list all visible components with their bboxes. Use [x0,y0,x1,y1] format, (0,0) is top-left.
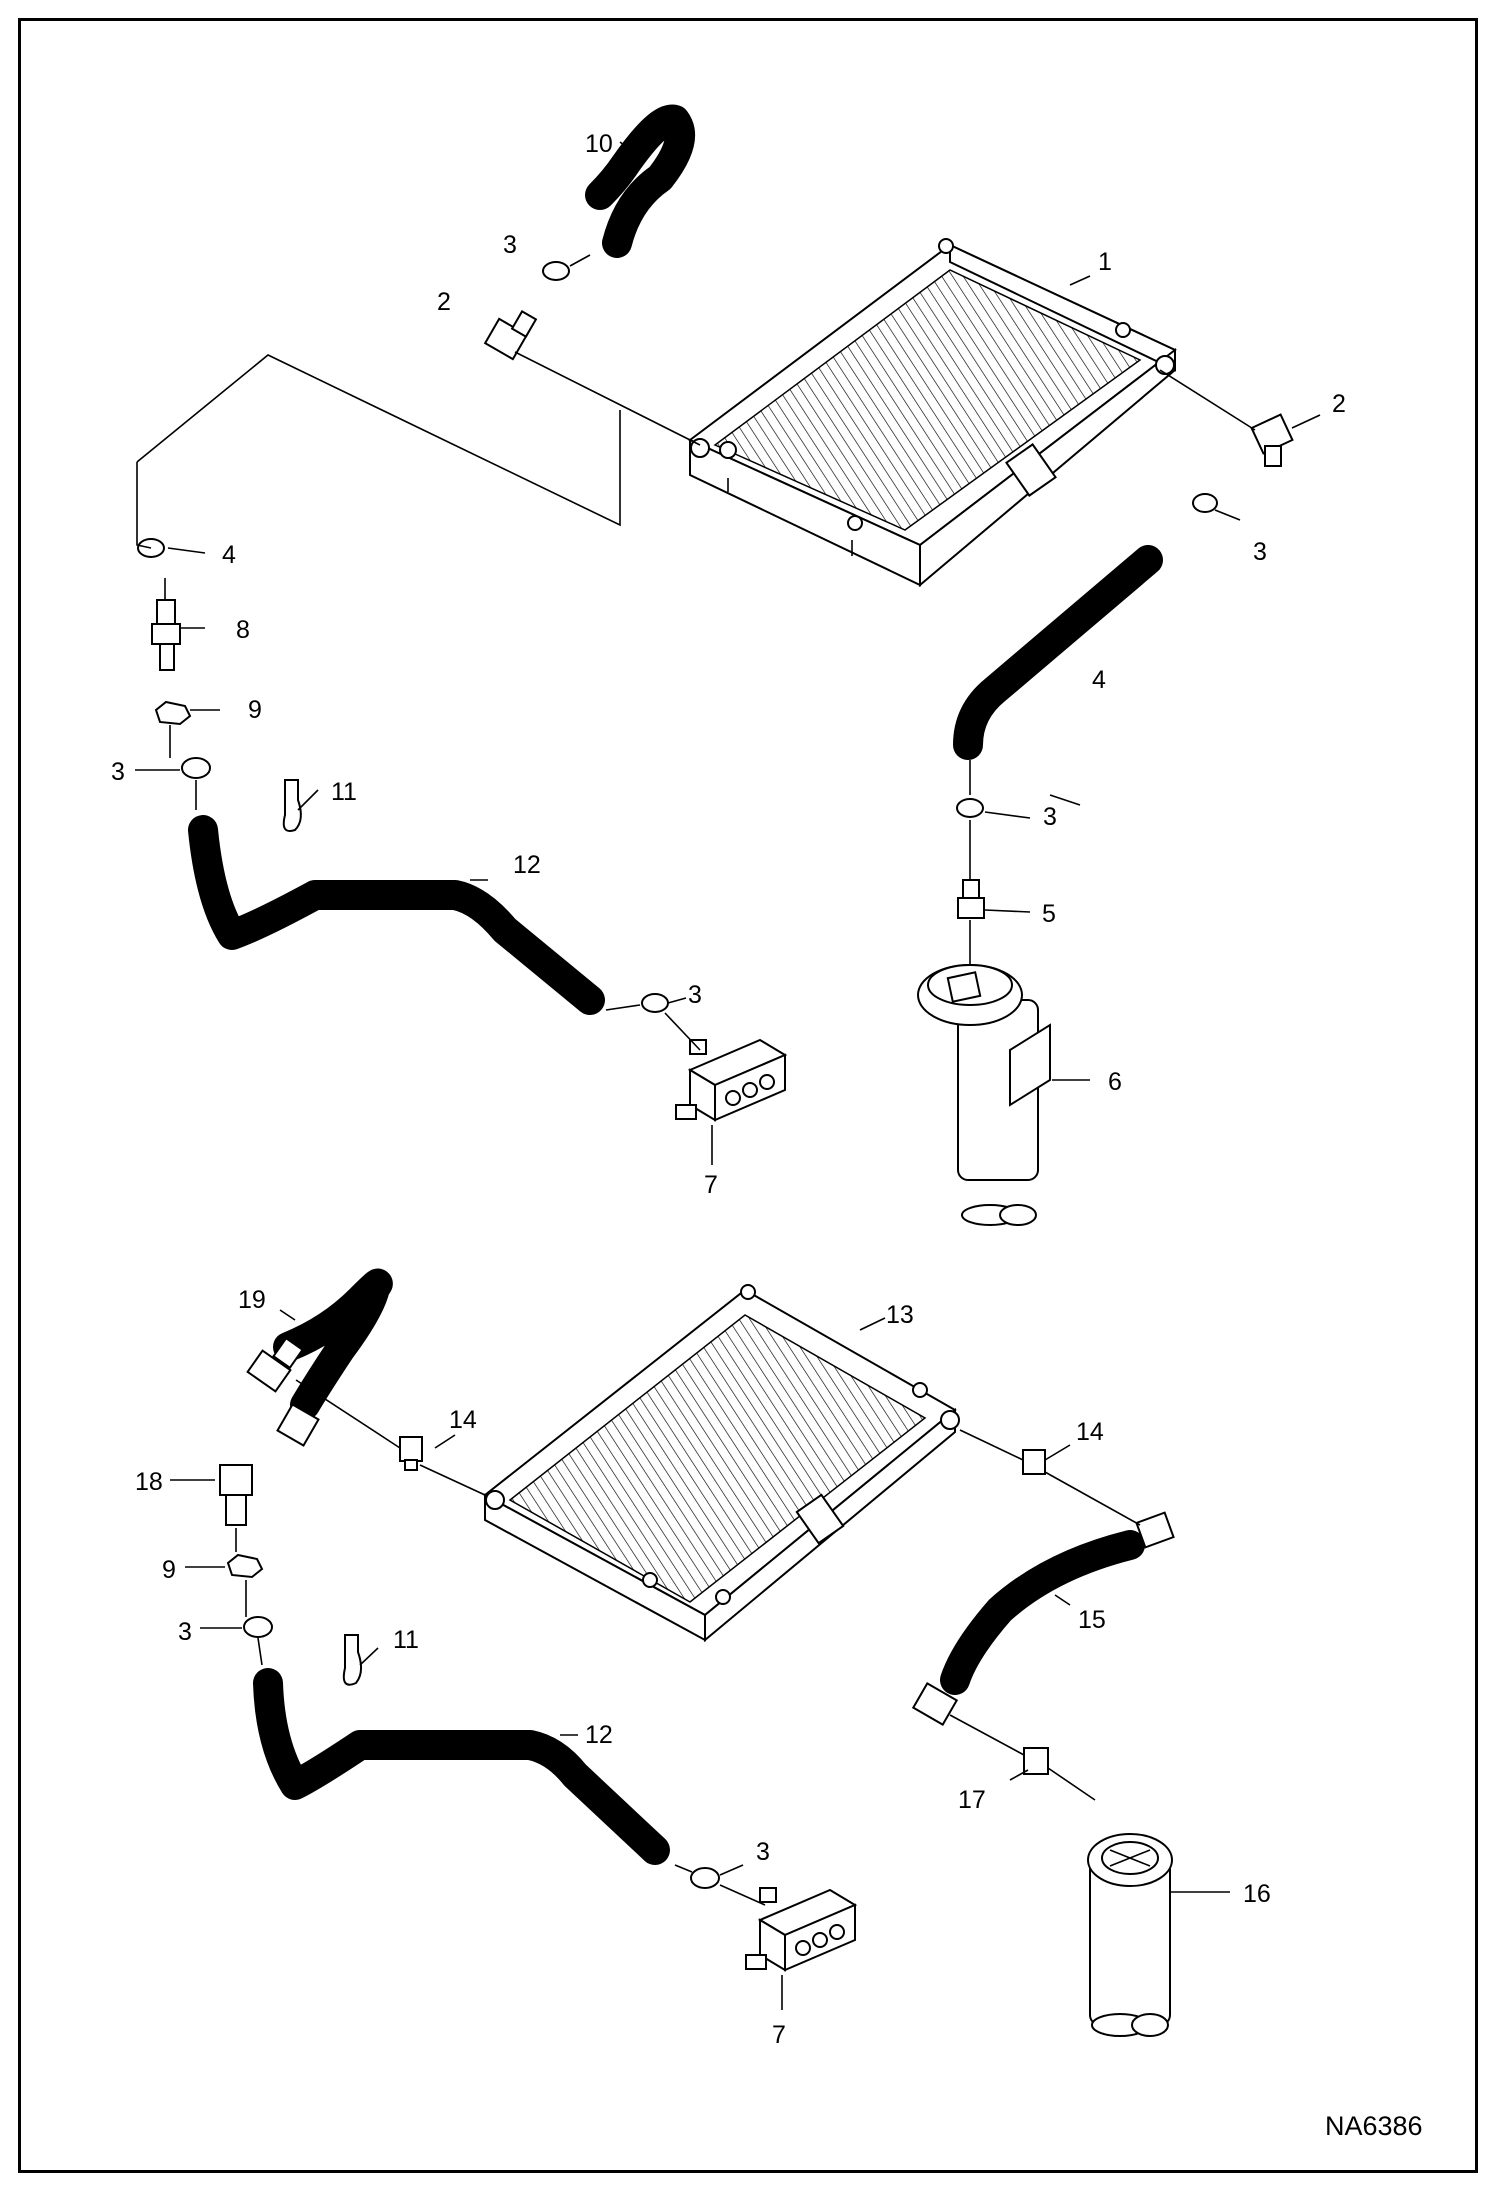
callout-3-lower-a: 3 [178,1618,192,1646]
callout-12-lower: 12 [585,1721,613,1749]
manifold-block-7-lower [745,1887,858,1972]
fitting-5 [957,879,985,919]
callout-4-b: 4 [1092,666,1106,694]
callout-15: 15 [1078,1606,1106,1634]
oil-cooler-1 [688,238,1177,588]
nut-9 [154,700,192,726]
callout-3-lower-b: 3 [756,1838,770,1866]
callout-14-b: 14 [1076,1418,1104,1446]
elbow-fitting-15-top [1135,1511,1175,1549]
hose-4-upper [953,545,1163,760]
callout-4-a: 4 [222,541,236,569]
callout-7-lower: 7 [772,2021,786,2049]
elbow-fitting-15-bottom [911,1682,959,1726]
callout-9: 9 [248,696,262,724]
clamp-3-a [542,261,570,281]
callout-5: 5 [1042,900,1056,928]
clamp-3-b [1192,493,1218,513]
clamp-3-lower-a [243,1616,273,1638]
upper-assembly [135,104,1321,1226]
fitting-8 [151,599,181,671]
hose-12-lower [253,1668,670,1865]
manifold-block-7-upper [675,1038,788,1122]
callout-8: 8 [236,616,250,644]
clamp-3-c [181,757,211,779]
clamp-3-d [956,798,984,818]
elbow-fitting-18 [219,1464,253,1526]
callout-1: 1 [1098,248,1112,276]
lower-assembly [170,1268,1230,2037]
callout-3-c: 3 [111,758,125,786]
fitting-14-right [1022,1449,1046,1475]
clip-11-upper [282,779,302,832]
callout-3-d: 3 [1043,803,1057,831]
clamp-3-lower-b [690,1867,720,1889]
hose-19 [273,1268,393,1420]
figure-code: NA6386 [1325,2111,1423,2141]
lower-leader-lines [170,1309,1230,2010]
upper-callouts: 1 10 3 2 2 3 4 8 9 3 11 12 4 3 5 3 6 7 [111,130,1346,1199]
callout-13: 13 [886,1301,914,1329]
callout-2-a: 2 [437,288,451,316]
hose-15 [940,1530,1145,1695]
upper-leader-lines [135,141,1321,1165]
callout-11: 11 [331,778,357,806]
callout-3-b: 3 [1253,538,1267,566]
callout-7-upper: 7 [704,1171,718,1199]
lower-callouts: 19 13 14 14 18 9 3 11 15 12 17 3 16 7 [135,1286,1271,2049]
callout-10: 10 [585,130,613,158]
callout-14-a: 14 [449,1406,477,1434]
clip-11-lower [342,1634,362,1686]
callout-12: 12 [513,851,541,879]
clamp-3-e [641,993,669,1013]
callout-3-a: 3 [503,231,517,259]
hose-12-upper [188,815,605,1015]
fitting-14-left [399,1436,423,1471]
elbow-fitting-2-left [483,309,538,361]
fitting-17 [1023,1747,1049,1775]
hose-10 [585,104,695,258]
callout-16: 16 [1243,1880,1271,1908]
callout-11-lower: 11 [393,1626,419,1654]
callout-19: 19 [238,1286,266,1314]
nut-9-lower [226,1553,264,1579]
callout-6: 6 [1108,1068,1122,1096]
callout-2-b: 2 [1332,390,1346,418]
oil-cooler-13 [483,1284,960,1643]
filter-6 [917,964,1051,1226]
fitting-19-lower-end [276,1403,320,1447]
callout-9-lower: 9 [162,1556,176,1584]
elbow-fitting-2-right [1250,413,1294,467]
callout-18: 18 [135,1468,163,1496]
elbow-fitting-19-end [246,1336,304,1393]
callout-17: 17 [958,1786,986,1814]
callout-3-e: 3 [688,981,702,1009]
filter-16 [1087,1833,1173,2037]
